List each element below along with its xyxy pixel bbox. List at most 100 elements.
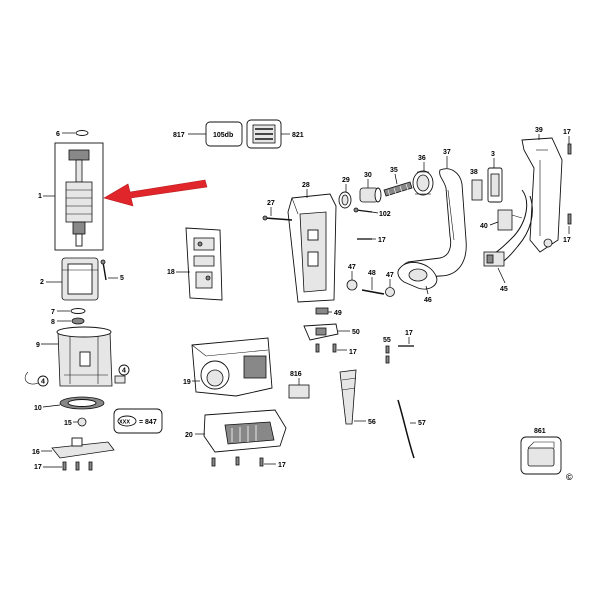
- part-7-ring[interactable]: [70, 308, 86, 314]
- part-27-screw[interactable]: [262, 215, 293, 221]
- part-48-bolt[interactable]: [361, 289, 385, 295]
- part-4-clip-right[interactable]: [114, 375, 126, 384]
- xxx-847-box: [113, 408, 163, 434]
- part-17-screws-under-50[interactable]: [315, 343, 337, 353]
- label-39: 39: [535, 127, 543, 134]
- label-17d: 17: [349, 349, 357, 356]
- label-861: 861: [534, 428, 546, 435]
- label-55: 55: [383, 337, 391, 344]
- part-8-bearing[interactable]: [71, 317, 85, 325]
- label-17b: 17: [278, 462, 286, 469]
- label-3: 3: [491, 151, 495, 158]
- label-49: 49: [334, 310, 342, 317]
- label-10: 10: [34, 405, 42, 412]
- part-56-grip[interactable]: [339, 369, 357, 425]
- label-4a-circle: [37, 375, 49, 387]
- part-36-collar[interactable]: [412, 170, 434, 196]
- part-39-rear-handle[interactable]: [521, 137, 563, 253]
- label-821: 821: [292, 132, 304, 139]
- label-56: 56: [368, 419, 376, 426]
- part-15-gear[interactable]: [77, 417, 87, 427]
- part-1-armature[interactable]: [65, 149, 93, 247]
- part-47-knob-left[interactable]: [346, 279, 358, 291]
- label-50: 50: [352, 329, 360, 336]
- part-17-screws-bottom[interactable]: [211, 456, 264, 467]
- label-817: 817: [173, 132, 185, 139]
- part-35-spring[interactable]: [383, 181, 413, 197]
- label-47b: 47: [386, 272, 394, 279]
- label-16: 16: [32, 449, 40, 456]
- box-817-noise[interactable]: [205, 121, 243, 147]
- part-16-brush-plate[interactable]: [51, 437, 115, 459]
- part-49-spring-clip[interactable]: [315, 307, 329, 315]
- part-47-knob-right[interactable]: [385, 287, 395, 297]
- label-30: 30: [364, 172, 372, 179]
- copyright-mark: ©: [566, 472, 573, 482]
- part-20-lower-housing[interactable]: [203, 409, 287, 453]
- part-3-brush-holder[interactable]: [487, 167, 503, 203]
- label-4b: 4: [122, 368, 126, 375]
- part-102-pin[interactable]: [353, 207, 373, 213]
- part-38-brush[interactable]: [471, 179, 483, 201]
- noise-text: 105db: [213, 132, 233, 139]
- label-20: 20: [185, 432, 193, 439]
- xxx-text: XXX: [119, 420, 130, 426]
- box-821-manual[interactable]: [246, 119, 282, 149]
- label-17e: 17: [405, 330, 413, 337]
- part-9-motor-housing[interactable]: [56, 326, 113, 387]
- part-2-field[interactable]: [61, 257, 99, 301]
- part-17-screws-left[interactable]: [62, 461, 93, 471]
- label-19: 19: [183, 379, 191, 386]
- label-46: 46: [424, 297, 432, 304]
- label-47a: 47: [348, 264, 356, 271]
- part-816-label[interactable]: [288, 384, 310, 399]
- part-45-wiring[interactable]: [483, 189, 533, 267]
- part-50-lever[interactable]: [303, 323, 339, 341]
- part-861-case[interactable]: [520, 436, 562, 475]
- part-30-cylinder[interactable]: [359, 187, 382, 203]
- label-40: 40: [480, 223, 488, 230]
- label-6: 6: [56, 131, 60, 138]
- part-28-handle-housing[interactable]: [287, 193, 337, 303]
- label-28: 28: [302, 182, 310, 189]
- label-38: 38: [470, 169, 478, 176]
- label-36: 36: [418, 155, 426, 162]
- label-57: 57: [418, 420, 426, 427]
- label-29: 29: [342, 177, 350, 184]
- label-4b-circle: [118, 364, 130, 376]
- part-17-screw-right[interactable]: [567, 213, 572, 225]
- eq-847-text: = 847: [139, 419, 157, 426]
- label-48: 48: [368, 270, 376, 277]
- part-29-sleeve[interactable]: [338, 191, 352, 209]
- part-10-ring[interactable]: [59, 396, 105, 410]
- label-102: 102: [379, 211, 391, 218]
- label-17g: 17: [563, 237, 571, 244]
- label-15: 15: [64, 420, 72, 427]
- label-27: 27: [267, 200, 275, 207]
- part-4-wire-left[interactable]: [24, 371, 41, 385]
- part-5-screw[interactable]: [100, 259, 107, 281]
- label-2: 2: [40, 279, 44, 286]
- label-1: 1: [38, 193, 42, 200]
- label-45: 45: [500, 286, 508, 293]
- label-8: 8: [51, 319, 55, 326]
- label-35: 35: [390, 167, 398, 174]
- label-7: 7: [51, 309, 55, 316]
- label-4a: 4: [41, 379, 45, 386]
- part-6-washer[interactable]: [75, 130, 89, 136]
- part-55-screws[interactable]: [385, 345, 390, 364]
- part-19-gear-housing[interactable]: [191, 337, 273, 397]
- label-9: 9: [36, 342, 40, 349]
- highlight-arrow: [103, 179, 208, 207]
- part-57-cable[interactable]: [397, 399, 415, 459]
- label-5: 5: [120, 275, 124, 282]
- label-17a: 17: [34, 464, 42, 471]
- label-18: 18: [167, 269, 175, 276]
- part-40-connector[interactable]: [497, 209, 523, 231]
- part-17-screw-top-right[interactable]: [567, 143, 572, 155]
- part-46-clamp[interactable]: [397, 261, 438, 290]
- part-18-switch-assembly[interactable]: [185, 227, 223, 301]
- label-816: 816: [290, 371, 302, 378]
